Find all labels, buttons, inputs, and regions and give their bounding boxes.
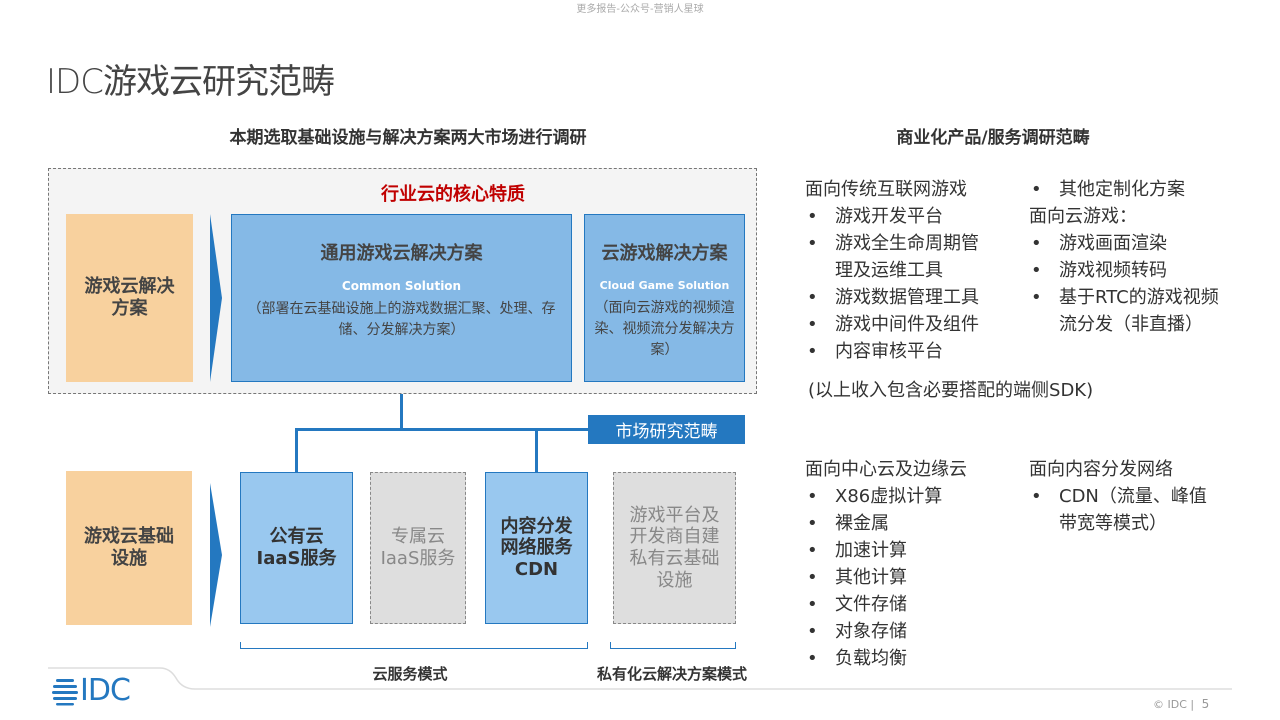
private-cloud-mode-label: 私有化云解决方案模式: [596, 665, 747, 683]
list-item: 负载均衡: [805, 645, 995, 672]
box-line: 公有云: [269, 526, 324, 548]
right-heading: 商业化产品/服务调研范畴: [896, 128, 1090, 148]
center-edge-cloud-list: 面向中心云及边缘云 X86虚拟计算 裸金属 加速计算 其他计算 文件存储 对象存…: [805, 456, 995, 672]
cloud-service-brace: [240, 642, 588, 649]
box-line: IaaS服务: [256, 548, 337, 569]
box-line: CDN: [514, 558, 559, 580]
list-item: X86虚拟计算: [805, 483, 995, 510]
private-cloud-brace: [610, 642, 736, 649]
list-item: 文件存储: [805, 591, 995, 618]
traditional-games-list: 面向传统互联网游戏 游戏开发平台 游戏全生命周期管理及运维工具 游戏数据管理工具…: [805, 176, 995, 365]
list-heading: 面向云游戏：: [1029, 206, 1137, 227]
list-item: 游戏数据管理工具: [805, 284, 995, 311]
cloud-games-list: 其他定制化方案 面向云游戏： 游戏画面渲染 游戏视频转码 基于RTC的游戏视频流…: [1029, 176, 1229, 338]
box-line: IaaS服务: [380, 548, 456, 569]
copyright-text: © IDC |: [1153, 698, 1195, 711]
common-solution-box: 通用游戏云解决方案 Common Solution （部署在云基础设施上的游戏数…: [231, 214, 572, 382]
market-scope-tag: 市场研究范畴: [588, 415, 745, 444]
watermark: 更多报告-公众号-营销人星球: [576, 4, 704, 15]
list-heading: 面向内容分发网络: [1029, 459, 1173, 480]
private-cloud-box: 游戏平台及开发商自建私有云基础设施: [613, 472, 736, 624]
connector: [295, 428, 298, 472]
left-heading: 本期选取基础设施与解决方案两大市场进行调研: [229, 128, 587, 148]
page-number: 5: [1201, 697, 1210, 711]
globe-icon: [52, 679, 78, 706]
list-item: 内容审核平台: [805, 338, 995, 365]
solution-row-label: 游戏云解决方案: [66, 214, 193, 382]
footer-line: [48, 667, 1232, 690]
box-line: 专属云: [390, 526, 445, 548]
idc-logo: IDC: [52, 673, 131, 708]
list-item: CDN（流量、峰值带宽等模式）: [1029, 483, 1219, 537]
cdn-list: 面向内容分发网络 CDN（流量、峰值带宽等模式）: [1029, 456, 1219, 537]
box-line: 内容分发网络服务: [500, 515, 573, 559]
copyright: © IDC | 5: [1153, 697, 1209, 711]
list-item: 游戏全生命周期管理及运维工具: [805, 230, 995, 284]
box-line: 游戏平台及开发商自建私有云基础设施: [629, 504, 720, 591]
list-item: 基于RTC的游戏视频流分发（非直播）: [1029, 284, 1229, 338]
cloud-game-desc: （面向云游戏的视频渲染、视频流分发解决方案）: [594, 300, 735, 358]
common-solution-desc: （部署在云基础设施上的游戏数据汇聚、处理、存储、分发解决方案）: [247, 301, 556, 338]
connector: [400, 394, 403, 430]
infra-row-label: 游戏云基础设施: [66, 471, 192, 625]
list-item: 加速计算: [805, 537, 995, 564]
cloud-game-solution-box: 云游戏解决方案 Cloud Game Solution （面向云游戏的视频渲染、…: [584, 214, 745, 382]
logo-text: IDC: [80, 673, 131, 708]
list-item: 其他计算: [805, 564, 995, 591]
page-title: IDC游戏云研究范畴: [46, 62, 335, 102]
list-heading: 面向中心云及边缘云: [805, 459, 967, 480]
cloud-game-title: 云游戏解决方案: [601, 243, 728, 264]
connector: [535, 428, 538, 472]
list-heading: 面向传统互联网游戏: [805, 179, 967, 200]
common-solution-en: Common Solution: [341, 279, 462, 293]
list-item: 其他定制化方案: [1029, 176, 1229, 203]
cloud-game-en: Cloud Game Solution: [599, 279, 730, 292]
connector: [295, 428, 590, 431]
cloud-service-mode-label: 云服务模式: [372, 665, 448, 683]
arrow-icon: [210, 483, 222, 627]
list-item: 裸金属: [805, 510, 995, 537]
common-solution-title: 通用游戏云解决方案: [320, 243, 483, 264]
arrow-icon: [210, 214, 222, 382]
list-item: 游戏中间件及组件: [805, 311, 995, 338]
list-item: 对象存储: [805, 618, 995, 645]
sdk-note: (以上收入包含必要搭配的端侧SDK): [808, 380, 1094, 401]
list-item: 游戏开发平台: [805, 203, 995, 230]
core-features-title: 行业云的核心特质: [381, 184, 525, 205]
list-item: 游戏视频转码: [1029, 257, 1229, 284]
list-item: 游戏画面渲染: [1029, 230, 1229, 257]
